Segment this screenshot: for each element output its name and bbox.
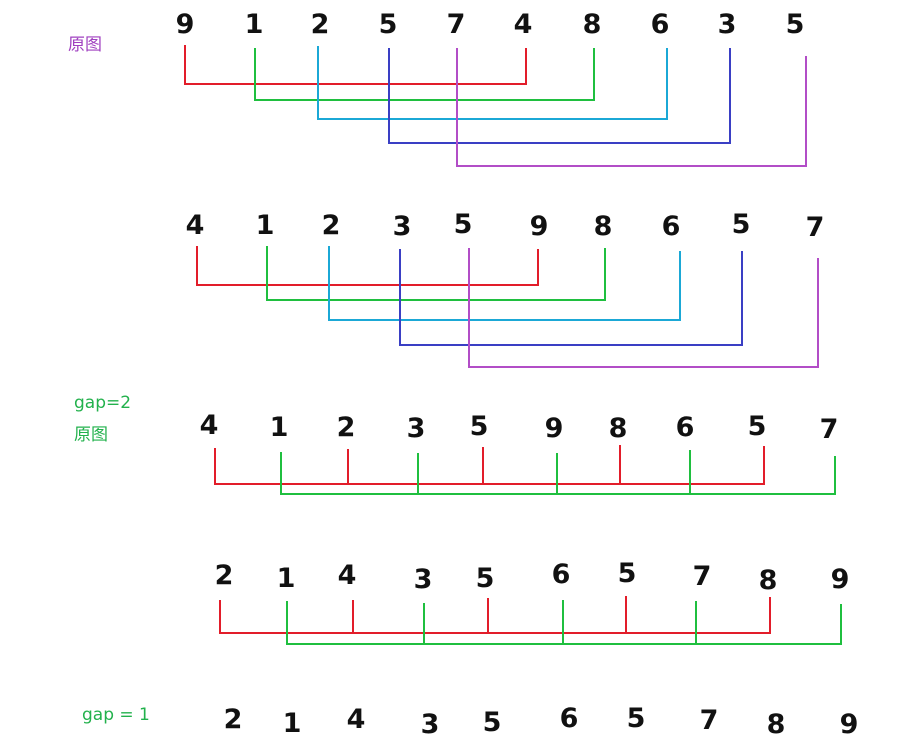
row-3-digit: 2 xyxy=(337,412,356,443)
row-1-digit: 2 xyxy=(311,9,330,40)
row-2-bracket-blue xyxy=(399,249,743,346)
row-1-digits: 9 1 2 5 7 4 8 6 3 5 xyxy=(176,9,805,40)
row-5-digit: 5 xyxy=(627,703,646,734)
original-label-gap-2: 原图 xyxy=(74,425,108,445)
row-3-digits: 4 1 2 3 5 9 8 6 5 7 xyxy=(200,410,839,445)
row-3-digit: 3 xyxy=(407,413,426,444)
row-5-digits: 2 1 4 3 5 6 5 7 8 9 xyxy=(224,703,859,740)
row-2-digit: 5 xyxy=(454,209,473,240)
row-2-digit: 1 xyxy=(256,210,275,241)
row-1-bracket-cyan xyxy=(317,46,668,120)
row-3-digit: 4 xyxy=(200,410,219,441)
row-2-digits: 4 1 2 3 5 9 8 6 5 7 xyxy=(186,209,825,243)
row-2-digit: 8 xyxy=(594,211,613,242)
row-1-digit: 8 xyxy=(583,9,602,40)
row-5-digit: 7 xyxy=(700,705,719,736)
row-2-connectors xyxy=(196,246,819,368)
row-3-digit: 1 xyxy=(270,412,289,443)
row-4-digit: 3 xyxy=(414,564,433,595)
row-3-digit: 5 xyxy=(748,411,767,442)
row-5-digit: 2 xyxy=(224,704,243,735)
row-4-digit: 5 xyxy=(476,563,495,594)
row-4-digit: 5 xyxy=(618,558,637,589)
row-1-digit: 5 xyxy=(379,9,398,40)
row-3-digit: 8 xyxy=(609,413,628,444)
row-2-bracket-cyan xyxy=(328,246,681,321)
row-2-digit: 7 xyxy=(806,212,825,243)
row-3-digit: 9 xyxy=(545,413,564,444)
row-1-digit: 3 xyxy=(718,9,737,40)
row-4-group-red-line xyxy=(219,597,771,634)
row-1-digit: 4 xyxy=(514,9,533,40)
row-3-connectors xyxy=(214,445,836,495)
original-label-top: 原图 xyxy=(68,35,102,55)
row-2-digit: 6 xyxy=(662,211,681,242)
row-5-digit: 1 xyxy=(283,708,302,739)
row-3-digit: 6 xyxy=(676,412,695,443)
row-1-digit: 6 xyxy=(651,9,670,40)
row-1-digit: 7 xyxy=(447,9,466,40)
gap-1-label: gap = 1 xyxy=(82,705,150,725)
row-4-digit: 9 xyxy=(831,564,850,595)
gap-2-label: gap=2 xyxy=(74,393,131,413)
row-3-digit: 5 xyxy=(470,411,489,442)
row-1-digit: 5 xyxy=(786,9,805,40)
row-1-connectors xyxy=(184,45,807,167)
row-2-digit: 4 xyxy=(186,210,205,241)
row-1-bracket-red xyxy=(184,45,527,85)
row-2-digit: 5 xyxy=(732,209,751,240)
row-1-bracket-blue xyxy=(388,48,731,144)
row-4-connectors xyxy=(219,596,842,645)
row-1-digit: 9 xyxy=(176,9,195,40)
row-4-digits: 2 1 4 3 5 6 5 7 8 9 xyxy=(215,558,850,596)
row-5-digit: 8 xyxy=(767,709,786,740)
row-4-digit: 2 xyxy=(215,560,234,591)
row-2-bracket-red xyxy=(196,246,539,286)
row-4-digit: 1 xyxy=(277,563,296,594)
row-5-digit: 9 xyxy=(840,709,859,740)
row-1-bracket-purple xyxy=(456,48,807,167)
row-5-digit: 4 xyxy=(347,704,366,735)
row-3-group-red-line xyxy=(214,446,765,485)
row-2-digit: 3 xyxy=(393,211,412,242)
row-3-digit: 7 xyxy=(820,414,839,445)
row-5-digit: 3 xyxy=(421,709,440,740)
row-2-digit: 9 xyxy=(530,211,549,242)
row-2-bracket-purple xyxy=(468,248,819,368)
row-1-digit: 1 xyxy=(245,9,264,40)
row-4-digit: 7 xyxy=(693,561,712,592)
row-4-digit: 8 xyxy=(759,565,778,596)
row-5-digit: 5 xyxy=(483,707,502,738)
row-1-bracket-green xyxy=(254,48,595,101)
row-4-digit: 4 xyxy=(338,560,357,591)
row-2-digit: 2 xyxy=(322,210,341,241)
row-2-bracket-green xyxy=(266,246,606,301)
row-4-digit: 6 xyxy=(552,559,571,590)
row-5-digit: 6 xyxy=(560,703,579,734)
